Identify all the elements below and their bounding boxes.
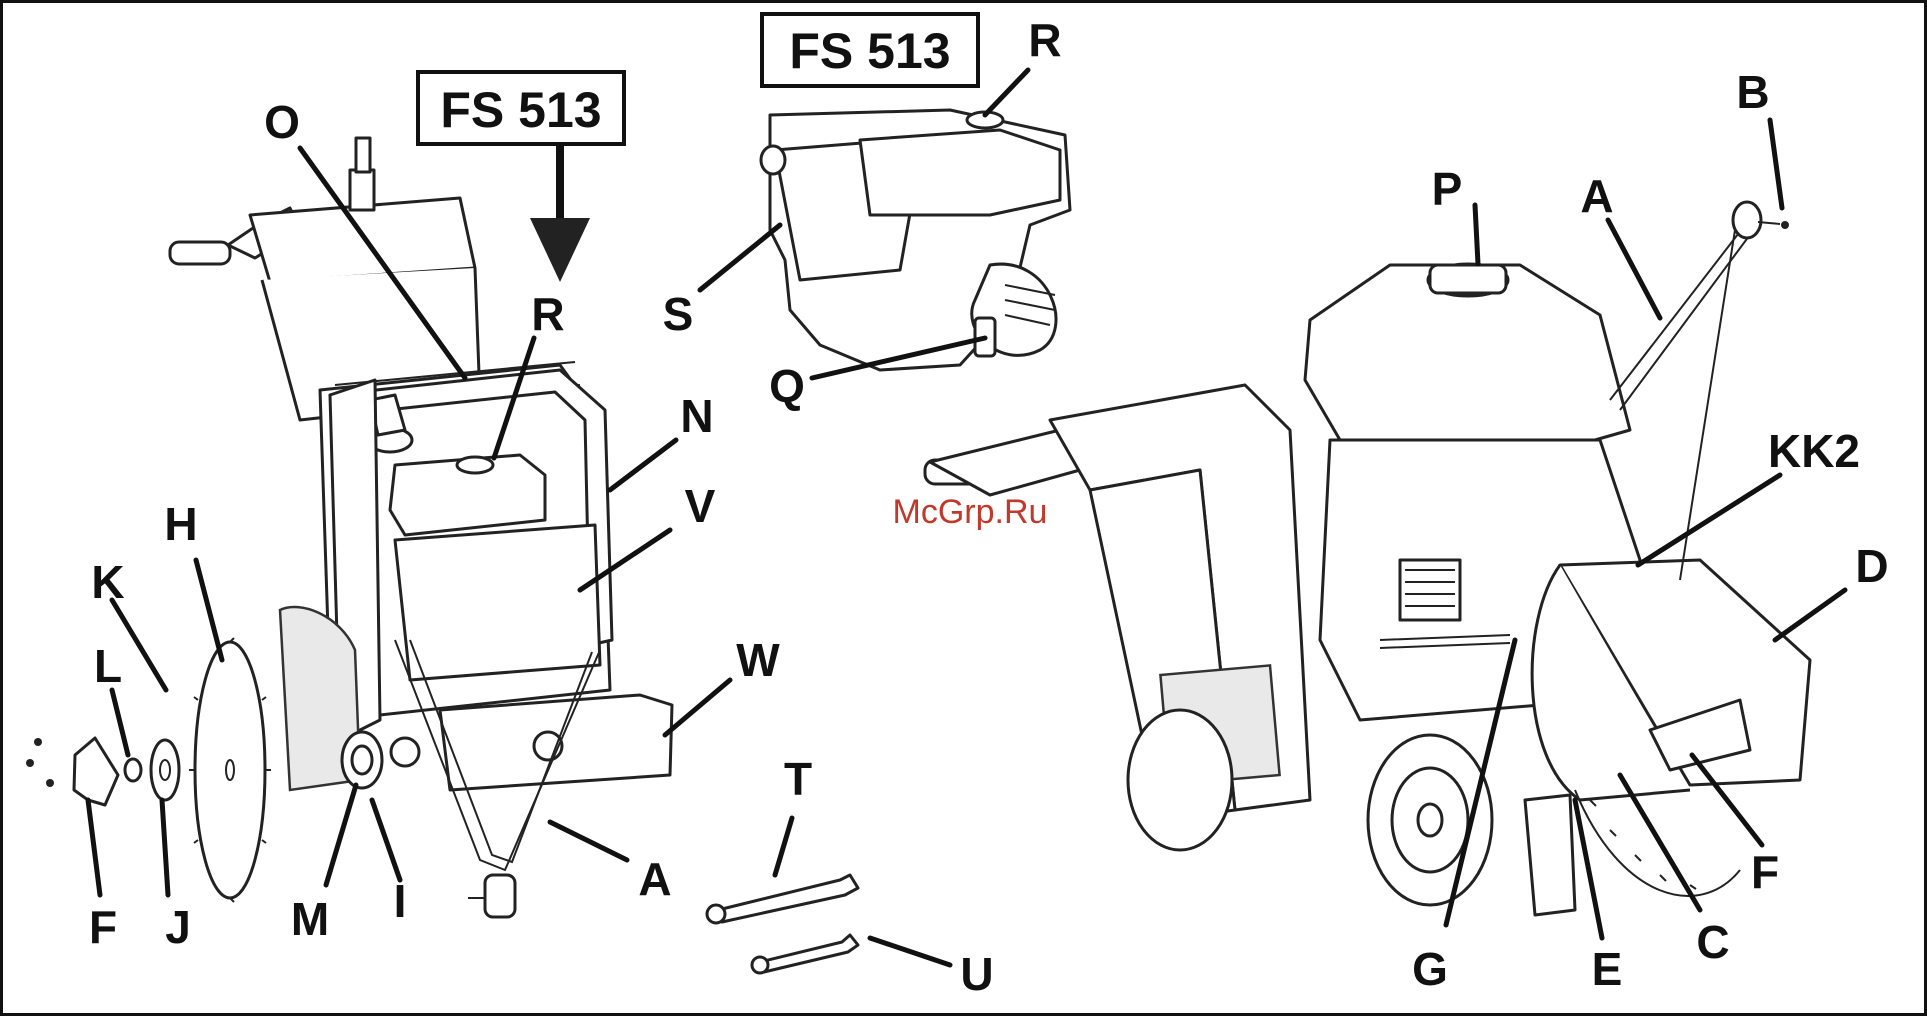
wrenches: [707, 875, 858, 973]
callout-j: J: [165, 901, 191, 953]
callout-a-right: A: [1580, 170, 1613, 222]
callout-g: G: [1412, 943, 1448, 995]
callout-m: M: [291, 893, 329, 945]
callout-t: T: [784, 753, 812, 805]
model-label-top: FS 513: [789, 23, 950, 79]
blade-exploded-parts: [26, 638, 271, 902]
model-label-box-top: FS 513: [762, 14, 978, 86]
callout-kk2: KK2: [1768, 425, 1860, 477]
callout-f-right: F: [1751, 846, 1779, 898]
watermark: McGrp.Ru: [893, 493, 1048, 531]
callout-r-left: R: [531, 288, 564, 340]
callout-f-left: F: [89, 901, 117, 953]
callout-b: B: [1736, 66, 1769, 118]
callout-s: S: [663, 288, 694, 340]
callout-r-top: R: [1028, 14, 1061, 66]
right-floor-saw-drawing: [925, 202, 1810, 915]
callout-o: O: [264, 96, 300, 148]
callout-l: L: [94, 640, 122, 692]
callout-e: E: [1592, 943, 1623, 995]
callout-k: K: [91, 556, 124, 608]
callout-u: U: [960, 948, 993, 1000]
callout-n: N: [680, 390, 713, 442]
engine-inset-drawing: [761, 110, 1070, 370]
callout-i: I: [394, 875, 407, 927]
callout-c: C: [1696, 916, 1729, 968]
model-label-left: FS 513: [440, 82, 601, 138]
callout-q: Q: [769, 360, 805, 412]
callout-a-left: A: [638, 853, 671, 905]
callout-v: V: [685, 480, 716, 532]
callout-w: W: [736, 634, 780, 686]
callout-d: D: [1855, 540, 1888, 592]
callout-h: H: [164, 498, 197, 550]
callout-p: P: [1432, 163, 1463, 215]
